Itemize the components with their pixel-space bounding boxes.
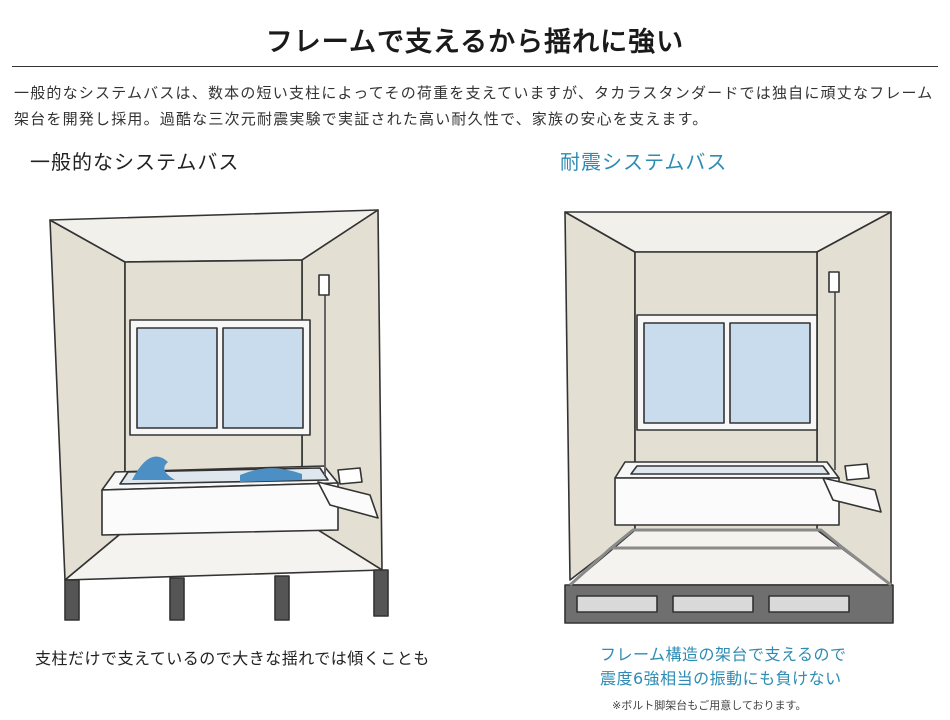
- support-post-2: [169, 577, 185, 621]
- bathtub-front: [614, 477, 840, 526]
- seismic-bath-illustration: [555, 200, 915, 630]
- frame-brace-left: [568, 546, 613, 587]
- frame-slot-2: [672, 595, 754, 613]
- counter-shelf: [317, 481, 379, 519]
- bathtub-front: [101, 482, 339, 536]
- faucet: [844, 463, 870, 481]
- window-pane-left: [643, 322, 725, 424]
- shower-head: [318, 274, 330, 296]
- frame-brace-right: [842, 546, 892, 587]
- frame-slot-3: [768, 595, 850, 613]
- right-wall: [816, 211, 892, 586]
- intro-text: 一般的なシステムバスは、数本の短い支柱によってその荷重を支えていますが、タカラス…: [14, 80, 936, 132]
- heading-standard-bath: 一般的なシステムバス: [30, 150, 240, 174]
- support-post-3: [274, 575, 290, 621]
- shower-head: [828, 271, 840, 293]
- caption-seismic-line-1: フレーム構造の架台で支えるので: [600, 645, 847, 664]
- intro-line-2: 架台を開発し採用。過酷な三次元耐震実験で実証された高い耐久性で、家族の安心を支え…: [14, 110, 709, 128]
- bathtub-inner: [630, 465, 830, 475]
- standard-bath-drawing: [49, 209, 389, 621]
- water-wave: [240, 468, 302, 482]
- window-pane-left: [136, 327, 218, 429]
- support-post-1: [64, 579, 80, 621]
- caption-standard-bath: 支柱だけで支えているので大きな揺れでは傾くことも: [35, 649, 430, 668]
- window-pane-right: [222, 327, 304, 429]
- footnote: ※ボルト脚架台もご用意しております。: [612, 699, 807, 712]
- title-divider: [12, 66, 938, 67]
- caption-seismic-line-2: 震度6強相当の振動にも負けない: [600, 669, 842, 688]
- water-splash: [132, 456, 175, 480]
- standard-bath-illustration: [40, 200, 400, 630]
- heading-seismic-bath: 耐震システムバス: [560, 150, 728, 174]
- faucet: [337, 467, 363, 485]
- window-pane-right: [729, 322, 811, 424]
- seismic-bath-drawing: [564, 211, 894, 624]
- frame-slot-1: [576, 595, 658, 613]
- support-post-4: [373, 569, 389, 617]
- counter-shelf: [822, 477, 882, 513]
- caption-seismic-bath: フレーム構造の架台で支えるので 震度6強相当の振動にも負けない: [600, 643, 847, 691]
- page-title: フレームで支えるから揺れに強い: [265, 27, 685, 58]
- intro-line-1: 一般的なシステムバスは、数本の短い支柱によってその荷重を支えていますが、タカラス…: [14, 84, 934, 102]
